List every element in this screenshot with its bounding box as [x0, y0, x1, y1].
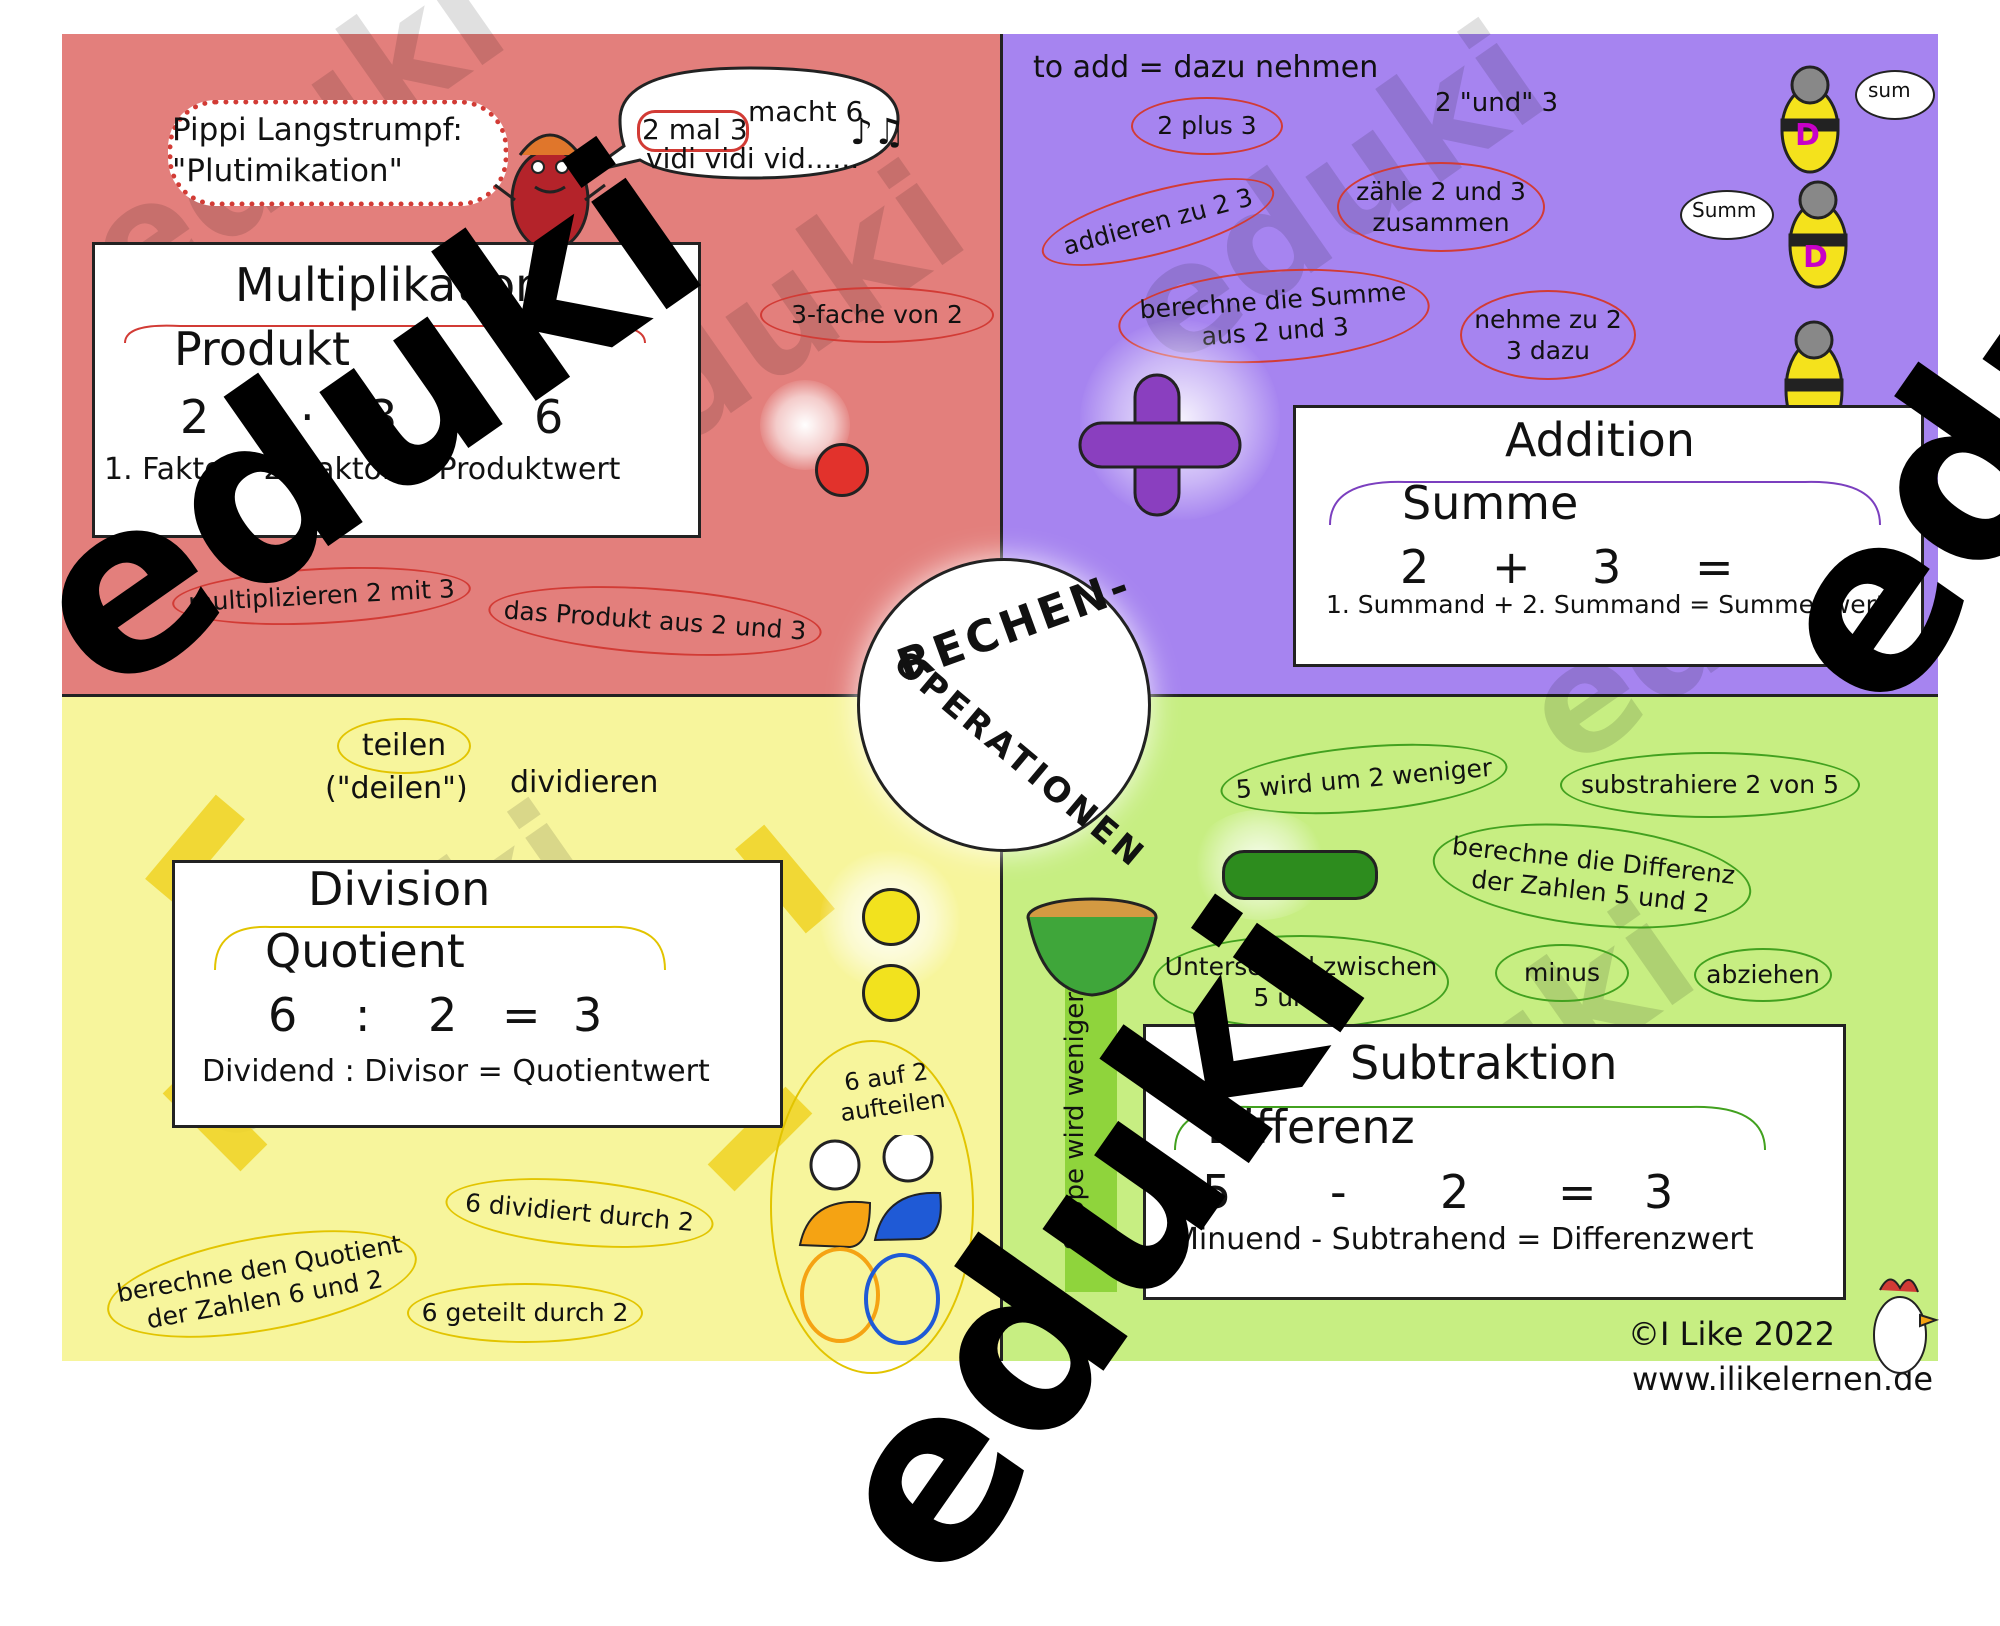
mul-brace-decoration — [124, 324, 646, 344]
sub-eq-labels: Minuend - Subtrahend = Differenzwert — [1173, 1222, 1754, 1257]
add-eq-equals: = — [1695, 540, 1734, 594]
pippi-label-line2: "Plutimikation" — [172, 153, 403, 189]
multiplication-title: Multiplikation — [235, 258, 545, 312]
phrase-zaehle-line1: zähle 2 und 3 — [1356, 176, 1526, 206]
addition-title: Addition — [1505, 413, 1695, 467]
div-brace-decoration — [214, 925, 666, 971]
division-dot-icon-top — [862, 888, 920, 946]
phrase-zaehle: zähle 2 und 3 zusammen — [1337, 162, 1545, 252]
phrase-geteilt: 6 geteilt durch 2 — [407, 1283, 643, 1343]
phrase-und: 2 "und" 3 — [1435, 88, 1558, 118]
div-eq-b: 2 — [428, 988, 458, 1042]
plus-icon — [1078, 373, 1242, 517]
mul-eq-op: · — [300, 390, 315, 444]
difference-label: Differenz — [1207, 1100, 1415, 1154]
subtraction-title: Subtraktion — [1350, 1036, 1618, 1090]
phrase-unterschied-line1: Unterschied zwischen — [1164, 951, 1438, 981]
phrase-nehme-line2: 3 dazu — [1505, 336, 1590, 365]
phrase-substrahiere: substrahiere 2 von 5 — [1560, 752, 1860, 818]
sum-label: Summe — [1402, 476, 1579, 530]
multiplication-dot-icon — [815, 443, 869, 497]
division-card — [172, 860, 783, 1128]
mul-eq-b: 3 — [368, 390, 398, 444]
to-add-text: to add = dazu nehmen — [1033, 50, 1379, 85]
quotient-label: Quotient — [265, 924, 465, 978]
pippi-figure — [494, 133, 606, 252]
add-eq-op: + — [1492, 540, 1531, 594]
phrase-unterschied-line2: 5 und 2 — [1253, 983, 1349, 1012]
aufteilen-bubble — [770, 1040, 974, 1374]
mul-eq-a: 2 — [180, 390, 210, 444]
kids-sharing-illustration — [798, 1135, 942, 1345]
sub-eq-a: 5 — [1202, 1165, 1232, 1219]
div-eq-equals: = — [502, 988, 541, 1042]
add-eq-labels: 1. Summand + 2. Summand = Summenwert — [1326, 590, 1886, 619]
sub-eq-b: 2 — [1440, 1165, 1470, 1219]
product-label: Produkt — [174, 322, 351, 376]
mul-eq-result: 6 — [534, 390, 564, 444]
division-dot-icon-bottom — [862, 964, 920, 1022]
mul-eq-labels: 1. Faktor · 2. Faktor = Produktwert — [104, 452, 621, 487]
speech-line2: vidi vidi vid...... — [646, 142, 860, 175]
div-eq-a: 6 — [268, 988, 298, 1042]
subtraction-card — [1143, 1024, 1846, 1300]
speech-highlight-circle — [637, 110, 749, 152]
bee-speech-1 — [1855, 70, 1935, 120]
add-eq-b: 3 — [1592, 540, 1622, 594]
speech-line1-b: macht 6 — [748, 95, 864, 128]
phrase-nehme: nehme zu 2 3 dazu — [1460, 290, 1636, 380]
sub-eq-equals: = — [1558, 1165, 1597, 1219]
minus-icon — [1222, 850, 1378, 900]
phrase-triple: 3-fache von 2 — [760, 287, 994, 343]
pippi-label-line1: Pippi Langstrumpf: — [172, 112, 463, 148]
addition-card — [1293, 405, 1924, 667]
division-title: Division — [308, 862, 491, 916]
phrase-teilen: teilen — [337, 718, 471, 774]
sub-brace-decoration — [1174, 1105, 1766, 1151]
bee-letter-1: D — [1795, 118, 1820, 153]
speech-line1-a: 2 mal 3 — [642, 113, 748, 146]
soup-bowl-icon — [1026, 897, 1158, 997]
div-eq-labels: Dividend : Divisor = Quotientwert — [202, 1054, 710, 1089]
phrase-minus: minus — [1495, 944, 1629, 1002]
copyright: ©I Like 2022 — [1628, 1315, 1836, 1353]
add-eq-a: 2 — [1400, 540, 1430, 594]
music-note-icon: ♪♫ — [850, 112, 906, 153]
phrase-unterschied: Unterschied zwischen 5 und 2 — [1153, 935, 1449, 1029]
pippi-label-bubble — [168, 100, 508, 206]
bee-speech-2 — [1680, 190, 1774, 240]
website-link[interactable]: www.ilikelernen.de — [1632, 1360, 1934, 1398]
div-eq-op: : — [355, 988, 371, 1042]
sub-eq-result: 3 — [1644, 1165, 1674, 1219]
phrase-nehme-line1: nehme zu 2 — [1474, 304, 1622, 334]
phrase-abziehen: abziehen — [1694, 948, 1832, 1002]
add-brace-decoration — [1329, 480, 1881, 526]
phrase-plus: 2 plus 3 — [1131, 97, 1283, 155]
bee-sound-2: Summ — [1692, 198, 1757, 222]
multiplication-card — [92, 242, 701, 538]
phrase-zaehle-line2: zusammen — [1372, 208, 1510, 237]
bee-letter-2: D — [1803, 240, 1828, 275]
mul-eq-equals: = — [450, 390, 489, 444]
rooster-illustration — [1873, 1278, 1940, 1374]
phrase-dividieren: dividieren — [510, 765, 659, 800]
sub-eq-op: - — [1330, 1165, 1347, 1219]
phrase-deilen: ("deilen") — [325, 771, 468, 806]
center-circle — [857, 558, 1151, 852]
soup-strip — [1065, 950, 1117, 1292]
div-eq-result: 3 — [573, 988, 603, 1042]
bee-sound-1: sum — [1868, 78, 1911, 102]
